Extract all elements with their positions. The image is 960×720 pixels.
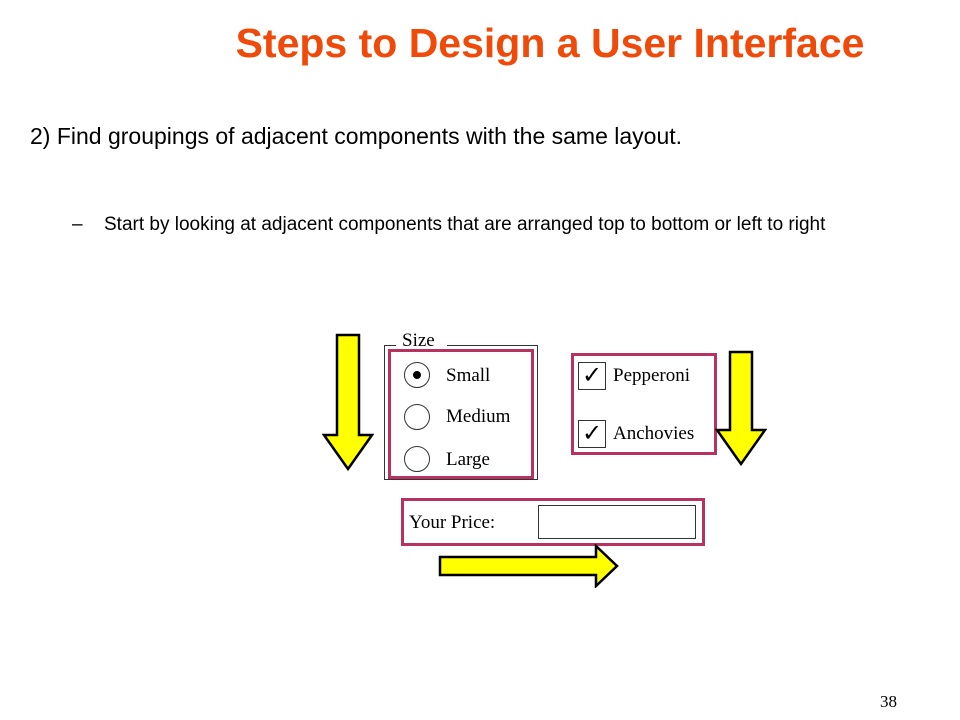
price-label: Your Price: (409, 512, 496, 533)
size-group-label: Size (400, 330, 437, 352)
toppings-group-highlight (571, 353, 717, 455)
bullet-sub-text: Start by looking at adjacent components … (104, 214, 826, 235)
bullet-main: 2) Find groupings of adjacent components… (30, 123, 683, 149)
option-label-small: Small (446, 365, 491, 386)
right-arrow-icon (438, 544, 619, 588)
size-group-highlight (388, 349, 534, 479)
bullet-dash: – (72, 214, 83, 235)
topping-label-pepperoni: Pepperoni (613, 365, 691, 386)
slide-title: Steps to Design a User Interface (235, 20, 865, 66)
bullet-sub: –Start by looking at adjacent components… (72, 212, 934, 238)
radio-small[interactable] (404, 362, 430, 388)
size-group-frame (384, 345, 538, 480)
down-arrow-icon (322, 333, 374, 472)
price-field[interactable] (538, 505, 696, 539)
checkbox-anchovies[interactable]: ✓ (578, 420, 606, 448)
checkbox-pepperoni[interactable]: ✓ (578, 362, 606, 390)
option-label-large: Large (446, 449, 490, 470)
radio-medium[interactable] (404, 404, 430, 430)
down-arrow-icon (715, 350, 767, 467)
radio-selected-dot (413, 371, 421, 379)
option-label-medium: Medium (446, 406, 511, 427)
topping-label-anchovies: Anchovies (613, 423, 695, 444)
price-row-highlight (401, 498, 705, 546)
page-number: 38 (880, 692, 897, 711)
radio-large[interactable] (404, 446, 430, 472)
